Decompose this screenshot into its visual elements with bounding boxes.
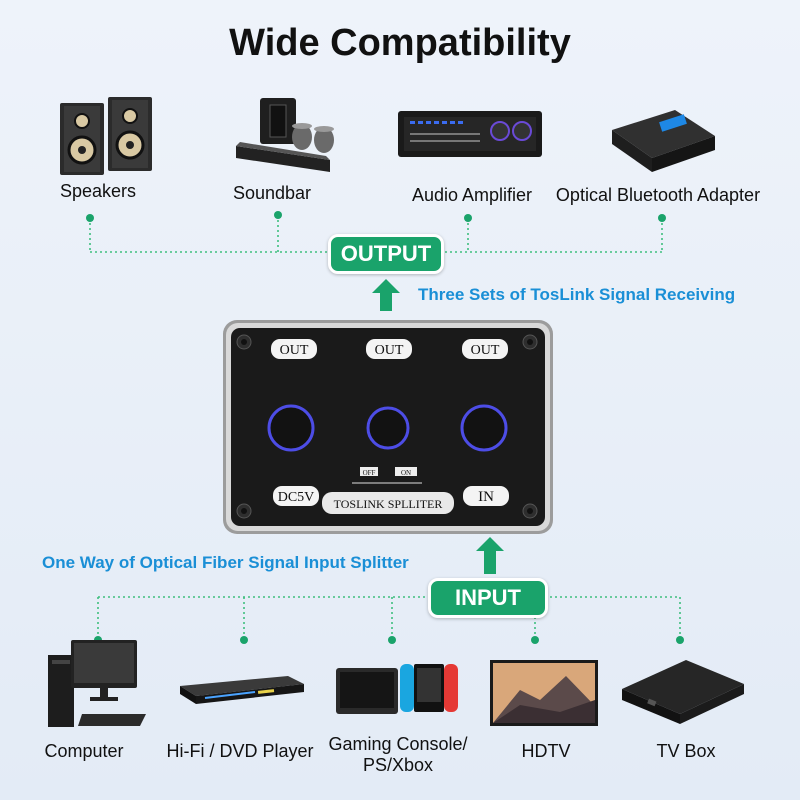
out-tag-2	[366, 339, 412, 359]
out-tag-3	[462, 339, 508, 359]
off-label: OFF	[363, 469, 376, 477]
in-label: IN	[478, 489, 494, 505]
speakers-label: Speakers	[59, 181, 137, 201]
out-tag-1	[271, 339, 317, 359]
gaming-console-label-line2: PS/Xbox	[362, 755, 434, 775]
bluetooth-adapter-icon	[612, 110, 715, 172]
switch-on-tag	[395, 467, 417, 476]
gaming-console-label: Gaming Console/	[328, 734, 468, 754]
out-label-3: OUT	[471, 343, 500, 358]
input-caption: One Way of Optical Fiber Signal Input Sp…	[42, 553, 409, 572]
output-connection-dots	[86, 211, 666, 222]
soundbar-label: Soundbar	[232, 183, 312, 203]
device-name-label: TOSLINK SPLLITER	[334, 497, 443, 511]
computer-icon	[48, 640, 146, 727]
dvd-player-icon	[180, 676, 304, 704]
audio-amplifier-icon	[398, 111, 542, 157]
tv-box-icon	[622, 660, 744, 724]
soundbar-icon	[236, 98, 334, 172]
audio-amplifier-label: Audio Amplifier	[411, 185, 533, 205]
dc-label: DC5V	[278, 490, 315, 505]
hdtv-icon	[490, 660, 598, 726]
hdtv-label: HDTV	[521, 741, 571, 761]
gaming-console-icon	[336, 664, 458, 714]
on-label: ON	[401, 469, 411, 477]
input-connection-dots	[94, 636, 684, 644]
optical-port-1	[267, 404, 315, 452]
input-up-arrow	[476, 537, 504, 574]
tv-box-label: TV Box	[656, 741, 716, 761]
input-connection-lines	[97, 596, 681, 640]
output-up-arrow	[372, 279, 400, 311]
name-tag	[322, 492, 454, 514]
page-title: Wide Compatibility	[229, 22, 571, 64]
out-label-1: OUT	[280, 343, 309, 358]
bluetooth-adapter-label: Optical Bluetooth Adapter	[555, 185, 761, 205]
in-tag	[463, 486, 509, 506]
output-badge: OUTPUT	[328, 234, 444, 274]
switch-off-tag	[360, 467, 378, 476]
toslink-splitter-device: OUT OUT OUT DC5V IN TOSLINK SPLLITER OFF…	[223, 320, 553, 534]
input-badge: INPUT	[428, 578, 548, 618]
output-connection-lines	[89, 215, 663, 253]
out-label-2: OUT	[375, 343, 404, 358]
dc-tag	[273, 486, 319, 506]
computer-label: Computer	[44, 741, 124, 761]
speakers-icon	[60, 97, 152, 175]
dvd-player-label: Hi-Fi / DVD Player	[166, 741, 314, 761]
optical-port-3	[460, 404, 508, 452]
optical-port-2	[366, 406, 410, 450]
output-caption: Three Sets of TosLink Signal Receiving	[418, 285, 736, 304]
